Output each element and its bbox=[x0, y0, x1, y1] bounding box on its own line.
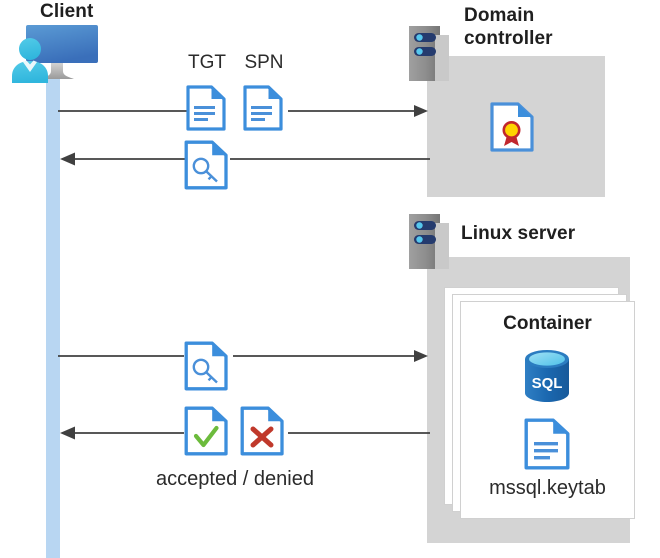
linux-server-server-icon bbox=[409, 214, 449, 269]
ticket-key-document-icon-bottom bbox=[184, 341, 228, 391]
accepted-check-document-icon bbox=[184, 406, 228, 456]
message-ticket-response-arrow bbox=[58, 148, 430, 170]
client-label: Client bbox=[40, 1, 94, 22]
client-icon bbox=[8, 22, 108, 84]
message-request-tgt-spn-arrow bbox=[58, 100, 430, 122]
sql-database-text: SQL bbox=[532, 375, 563, 392]
certificate-document-icon bbox=[490, 102, 534, 152]
tgt-document-icon bbox=[186, 85, 226, 131]
spn-document-icon bbox=[243, 85, 283, 131]
message-present-ticket-arrow bbox=[58, 345, 430, 367]
keytab-document-icon bbox=[524, 418, 570, 470]
domain-controller-server-icon bbox=[409, 26, 449, 81]
tgt-label: TGT bbox=[188, 52, 226, 73]
client-lifeline bbox=[46, 78, 60, 558]
message-accepted-denied-arrow bbox=[58, 422, 430, 444]
ticket-key-document-icon-top bbox=[184, 140, 228, 190]
accepted-denied-caption: accepted / denied bbox=[156, 468, 314, 490]
linux-server-label: Linux server bbox=[461, 223, 576, 244]
domain-controller-label: Domain controller bbox=[464, 5, 553, 49]
container-card-front bbox=[460, 301, 635, 519]
keytab-label: mssql.keytab bbox=[489, 477, 606, 499]
container-label: Container bbox=[503, 313, 592, 334]
sql-database-icon: SQL bbox=[521, 348, 573, 404]
denied-cross-document-icon bbox=[240, 406, 284, 456]
spn-label: SPN bbox=[244, 52, 284, 73]
